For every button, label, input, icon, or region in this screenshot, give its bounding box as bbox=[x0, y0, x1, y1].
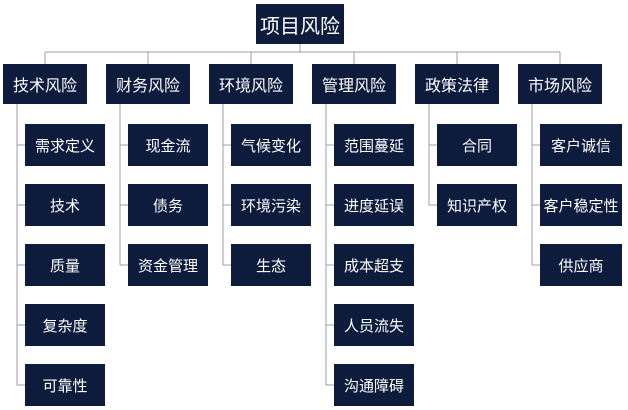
leaf-item: 知识产权 bbox=[437, 184, 517, 226]
leaf-item: 成本超支 bbox=[334, 244, 414, 286]
category-tech-risk: 技术风险 bbox=[3, 64, 87, 104]
category-policy-law: 政策法律 bbox=[415, 64, 499, 104]
leaf-item: 供应商 bbox=[540, 244, 622, 286]
leaf-item: 气候变化 bbox=[231, 124, 311, 166]
leaf-item: 复杂度 bbox=[25, 304, 105, 346]
category-management-risk: 管理风险 bbox=[312, 64, 396, 104]
leaf-item: 客户诚信 bbox=[540, 124, 622, 166]
leaf-item: 进度延误 bbox=[334, 184, 414, 226]
leaf-item: 环境污染 bbox=[231, 184, 311, 226]
leaf-item: 资金管理 bbox=[128, 244, 208, 286]
category-market-risk: 市场风险 bbox=[518, 64, 602, 104]
leaf-item: 需求定义 bbox=[25, 124, 105, 166]
leaf-item: 债务 bbox=[128, 184, 208, 226]
leaf-item: 沟通障碍 bbox=[334, 364, 414, 406]
leaf-item: 技术 bbox=[25, 184, 105, 226]
category-finance-risk: 财务风险 bbox=[106, 64, 190, 104]
leaf-item: 范围蔓延 bbox=[334, 124, 414, 166]
leaf-item: 人员流失 bbox=[334, 304, 414, 346]
leaf-item: 现金流 bbox=[128, 124, 208, 166]
leaf-item: 可靠性 bbox=[25, 364, 105, 406]
leaf-item: 客户稳定性 bbox=[540, 184, 622, 226]
leaf-item: 质量 bbox=[25, 244, 105, 286]
leaf-item: 生态 bbox=[231, 244, 311, 286]
root-node: 项目风险 bbox=[256, 4, 344, 44]
category-environment-risk: 环境风险 bbox=[209, 64, 293, 104]
leaf-item: 合同 bbox=[437, 124, 517, 166]
